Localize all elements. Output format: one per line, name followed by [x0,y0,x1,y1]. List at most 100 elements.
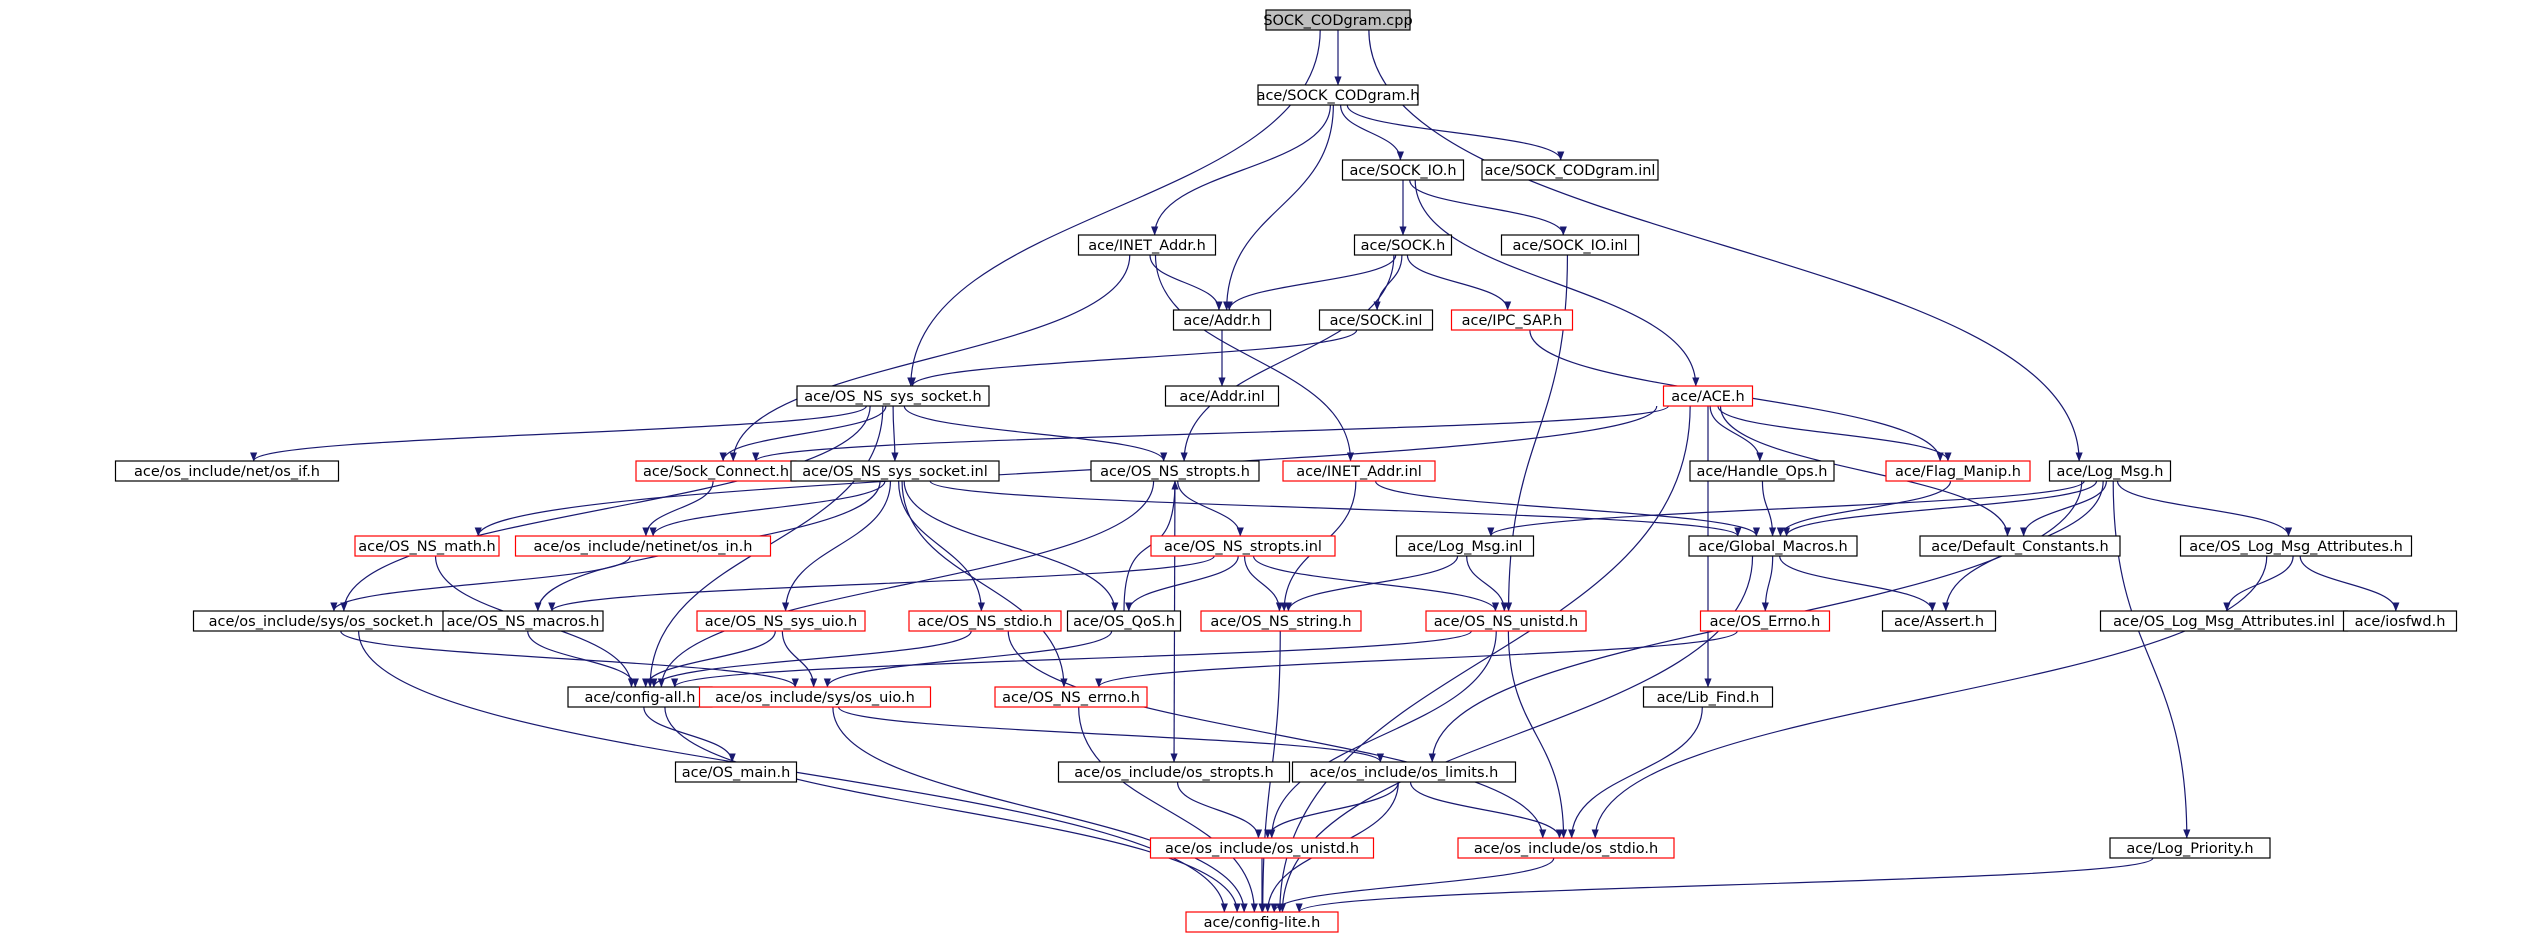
graph-node[interactable]: ace/os_include/os_limits.h [1291,761,1517,783]
graph-node[interactable]: ace/INET_Addr.h [1077,234,1217,256]
graph-node[interactable]: ace/OS_QoS.h [1066,610,1182,632]
node-box[interactable] [1066,610,1182,632]
node-box[interactable] [442,610,604,632]
graph-node[interactable]: ace/Assert.h [1881,610,1997,632]
graph-node[interactable]: ace/SOCK_IO.h [1341,159,1465,181]
node-box[interactable] [1457,837,1675,859]
node-box[interactable] [1500,234,1640,256]
graph-node[interactable]: SOCK_CODgram.cpp [1263,9,1413,31]
graph-node[interactable]: ace/os_include/netinet/os_in.h [514,535,772,557]
graph-node[interactable]: ace/Lib_Find.h [1642,686,1774,708]
node-box[interactable] [1450,309,1574,331]
node-box[interactable] [994,686,1148,708]
node-box[interactable] [796,385,990,407]
graph-node[interactable]: ace/OS_Errno.h [1699,610,1831,632]
node-box[interactable] [1172,309,1272,331]
node-box[interactable] [1150,535,1336,557]
node-box[interactable] [1257,84,1419,106]
graph-node[interactable]: ace/OS_Log_Msg_Attributes.h [2179,535,2413,557]
node-box[interactable] [1395,535,1535,557]
node-box[interactable] [1885,460,2031,482]
graph-node[interactable]: ace/OS_NS_stropts.h [1090,460,1260,482]
graph-node[interactable]: ace/SOCK_CODgram.h [1257,84,1420,106]
node-box[interactable] [1077,234,1217,256]
graph-node[interactable]: ace/Log_Priority.h [2109,837,2271,859]
node-box[interactable] [1662,385,1754,407]
node-box[interactable] [1341,159,1465,181]
node-box[interactable] [1699,610,1831,632]
graph-node[interactable]: ace/os_include/sys/os_socket.h [192,610,450,632]
node-box[interactable] [1090,460,1260,482]
graph-node[interactable]: ace/OS_NS_sys_uio.h [696,610,866,632]
graph-node[interactable]: ace/OS_Log_Msg_Attributes.inl [2099,610,2349,632]
node-box[interactable] [1689,460,1835,482]
node-box[interactable] [790,460,1000,482]
graph-node[interactable]: ace/SOCK_IO.inl [1500,234,1640,256]
node-label: ace/SOCK_IO.h [1349,163,1456,179]
graph-node[interactable]: ace/OS_NS_unistd.h [1425,610,1587,632]
graph-node[interactable]: ace/Sock_Connect.h [635,460,797,482]
graph-node[interactable]: ace/Handle_Ops.h [1689,460,1835,482]
graph-node[interactable]: ace/iosfwd.h [2342,610,2458,632]
node-box[interactable] [674,761,798,783]
graph-node[interactable]: ace/SOCK.h [1353,234,1453,256]
node-box[interactable] [1265,9,1411,31]
graph-node[interactable]: ace/INET_Addr.inl [1282,460,1436,482]
node-box[interactable] [1164,385,1280,407]
node-box[interactable] [1425,610,1587,632]
node-box[interactable] [2179,535,2413,557]
node-box[interactable] [1149,837,1375,859]
graph-node[interactable]: ace/OS_NS_string.h [1200,610,1362,632]
node-box[interactable] [1282,460,1436,482]
graph-node[interactable]: ace/SOCK_CODgram.inl [1481,159,1659,181]
node-box[interactable] [2048,460,2172,482]
graph-node[interactable]: ace/OS_NS_macros.h [442,610,604,632]
graph-node[interactable]: ace/OS_NS_sys_socket.h [796,385,990,407]
graph-node[interactable]: ace/Log_Msg.inl [1395,535,1535,557]
node-box[interactable] [908,610,1062,632]
graph-node[interactable]: ace/ACE.h [1662,385,1754,407]
graph-node[interactable]: ace/config-all.h [567,686,713,708]
edge-n25-n36 [1779,555,1936,612]
graph-node[interactable]: ace/Addr.h [1172,309,1272,331]
graph-node[interactable]: ace/OS_NS_math.h [354,535,500,557]
edge-n11-n28 [340,405,871,612]
node-box[interactable] [2109,837,2271,859]
graph-node[interactable]: ace/Default_Constants.h [1919,535,2121,557]
node-box[interactable] [1200,610,1362,632]
graph-node[interactable]: ace/OS_NS_stropts.inl [1150,535,1336,557]
node-box[interactable] [514,535,772,557]
graph-node[interactable]: ace/os_include/net/os_if.h [114,460,340,482]
graph-node[interactable]: ace/os_include/os_stdio.h [1457,837,1675,859]
node-box[interactable] [114,460,340,482]
graph-node[interactable]: ace/OS_NS_sys_socket.inl [790,460,1000,482]
node-box[interactable] [1057,761,1291,783]
graph-node[interactable]: ace/OS_NS_errno.h [994,686,1148,708]
graph-node[interactable]: ace/Addr.inl [1164,385,1280,407]
node-box[interactable] [1185,911,1339,933]
node-box[interactable] [698,686,932,708]
graph-node[interactable]: ace/IPC_SAP.h [1450,309,1574,331]
graph-node[interactable]: ace/OS_main.h [674,761,798,783]
graph-node[interactable]: ace/Global_Macros.h [1688,535,1858,557]
node-box[interactable] [1318,309,1434,331]
graph-node[interactable]: ace/os_include/sys/os_uio.h [698,686,932,708]
node-box[interactable] [354,535,500,557]
graph-node[interactable]: ace/config-lite.h [1185,911,1339,933]
graph-node[interactable]: ace/Flag_Manip.h [1885,460,2031,482]
graph-node[interactable]: ace/os_include/os_unistd.h [1149,837,1375,859]
node-box[interactable] [1881,610,1997,632]
node-box[interactable] [1642,686,1774,708]
node-box[interactable] [1919,535,2121,557]
graph-node[interactable]: ace/SOCK.inl [1318,309,1434,331]
edge-n15-n31 [898,480,985,612]
node-box[interactable] [1353,234,1453,256]
graph-node[interactable]: ace/os_include/os_stropts.h [1057,761,1291,783]
node-box[interactable] [1481,159,1659,181]
node-box[interactable] [2342,610,2458,632]
graph-node[interactable]: ace/OS_NS_stdio.h [908,610,1062,632]
node-box[interactable] [696,610,866,632]
node-box[interactable] [1291,761,1517,783]
node-box[interactable] [1688,535,1858,557]
graph-node[interactable]: ace/Log_Msg.h [2048,460,2172,482]
